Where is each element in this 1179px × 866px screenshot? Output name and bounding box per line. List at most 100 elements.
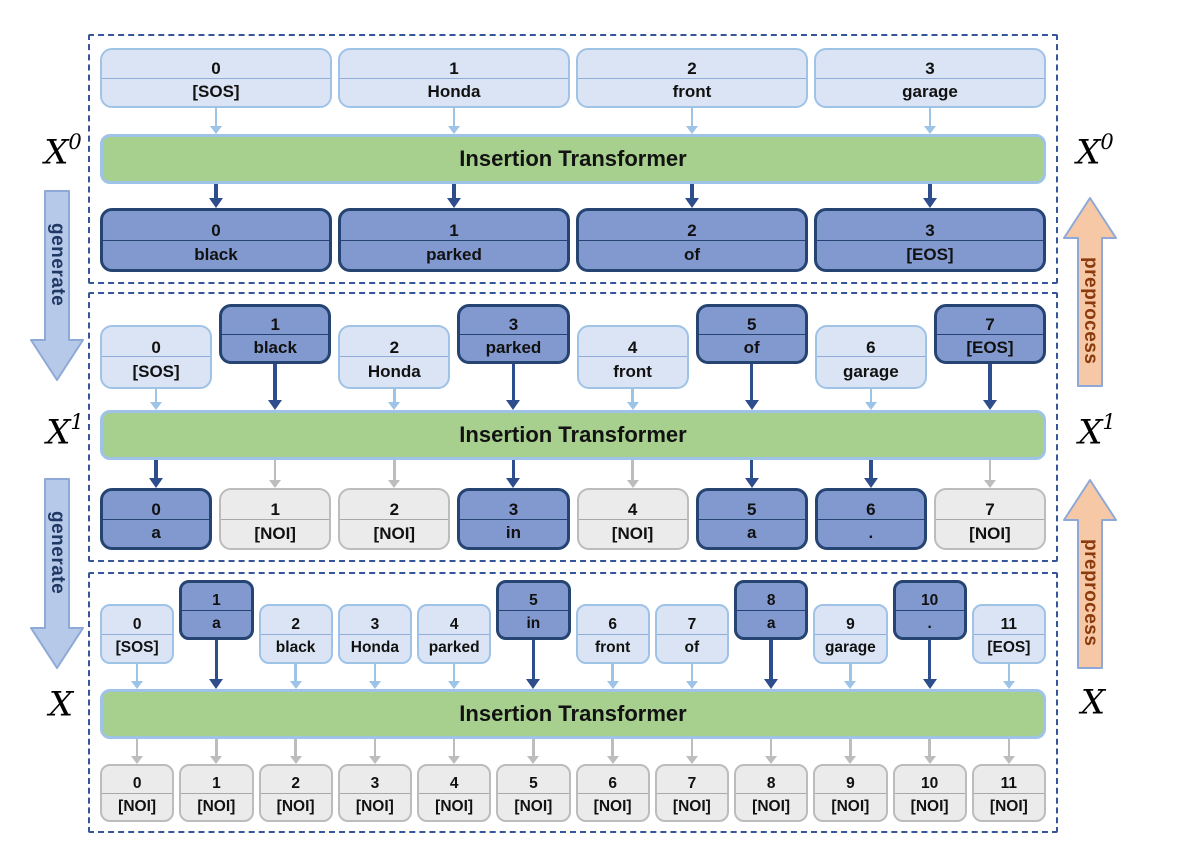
token-index: 0	[102, 766, 173, 794]
token-word: in	[505, 523, 521, 543]
token-column: 4 [NOI]	[576, 460, 689, 550]
token-word: parked	[428, 639, 480, 657]
down-arrow-icon	[685, 184, 699, 208]
token-index: 4	[578, 490, 687, 520]
token-word: [NOI]	[593, 797, 632, 815]
token-index: 7	[935, 490, 1044, 520]
preprocess-arrow-label: preprocess	[1080, 257, 1101, 365]
token-index: 5	[698, 491, 805, 520]
token-box: 0[SOS]	[100, 325, 213, 389]
token-index: 3	[816, 50, 1044, 79]
token-word: [EOS]	[966, 337, 1014, 357]
token-word: black	[275, 639, 316, 657]
token-column: 6.	[814, 460, 927, 550]
down-arrow-icon	[982, 364, 997, 410]
token-index: 7	[656, 766, 727, 794]
token-word: [NOI]	[611, 523, 654, 543]
down-arrow-icon	[368, 664, 381, 689]
token-column: 0[SOS]	[100, 304, 213, 410]
token-column: 10.	[892, 580, 967, 689]
down-arrow-icon	[685, 739, 698, 764]
down-arrow-icon	[269, 460, 282, 488]
token-index: 0	[103, 211, 329, 241]
down-arrow-icon	[131, 664, 144, 689]
down-arrow-icon	[268, 364, 283, 410]
down-arrow-icon	[606, 664, 619, 689]
token-index: 10	[895, 583, 964, 611]
token-box: 0 [SOS]	[100, 604, 175, 664]
down-arrow-icon	[526, 640, 541, 689]
token-word: [NOI]	[254, 523, 296, 543]
token-index: 2	[340, 327, 449, 358]
token-column: 11[EOS]	[971, 580, 1046, 689]
token-box: 3 garage	[814, 48, 1046, 108]
up-block-arrow-icon	[1063, 479, 1117, 669]
token-column: 11[NOI]	[971, 739, 1046, 822]
token-index: 6	[816, 327, 925, 358]
token-box: 2[NOI]	[258, 764, 333, 822]
x-label-right: X	[1080, 682, 1106, 723]
token-word: [NOI]	[969, 523, 1011, 543]
token-index: 1	[340, 50, 568, 79]
down-arrow-icon	[209, 640, 224, 689]
token-index: 3	[817, 211, 1043, 241]
down-arrow-icon	[149, 460, 164, 488]
preprocess-arrow: preprocess	[1062, 196, 1118, 388]
insertion-transformer-label: Insertion Transformer	[459, 701, 687, 726]
down-arrow-icon	[844, 664, 857, 689]
down-arrow-icon	[983, 460, 996, 488]
token-word: [NOI]	[197, 797, 236, 815]
insertion-transformer-label: Insertion Transformer	[459, 146, 687, 171]
token-word: [NOI]	[435, 797, 474, 815]
x0-label-right: X0	[1076, 130, 1114, 173]
token-index: 6	[577, 766, 648, 794]
token-box: 6 [NOI]	[575, 764, 650, 822]
down-arrow-icon	[1002, 664, 1015, 689]
insertion-transformer-bar: Insertion Transformer	[100, 134, 1046, 184]
token-index: 0	[102, 606, 173, 635]
token-word: .	[868, 523, 874, 543]
token-index: 3	[339, 606, 410, 635]
token-index: 6	[817, 491, 924, 520]
down-arrow-icon	[131, 739, 144, 764]
down-arrow-icon	[448, 664, 461, 689]
token-index: 0	[102, 327, 211, 358]
token-column: 1[NOI]	[219, 460, 332, 550]
down-arrow-icon	[289, 739, 302, 764]
token-box: 3[NOI]	[337, 764, 412, 822]
token-word: in	[526, 614, 541, 632]
token-word: [SOS]	[115, 639, 159, 657]
token-word: [NOI]	[672, 797, 711, 815]
down-arrow-icon	[923, 739, 936, 764]
generate-arrow: generate	[29, 478, 85, 670]
token-index: 3	[460, 491, 567, 520]
token-column: 6 [NOI]	[575, 739, 650, 822]
token-column: 1[NOI]	[179, 739, 254, 822]
token-column: 0[SOS]	[100, 48, 332, 134]
down-arrow-icon	[368, 739, 381, 764]
down-arrow-icon	[388, 460, 401, 488]
token-column: 3 garage	[814, 48, 1046, 134]
token-word: of	[743, 337, 760, 357]
token-index: 8	[737, 583, 806, 611]
token-word: of	[683, 244, 701, 264]
token-word: garage	[902, 82, 958, 102]
token-word: a	[151, 523, 161, 543]
